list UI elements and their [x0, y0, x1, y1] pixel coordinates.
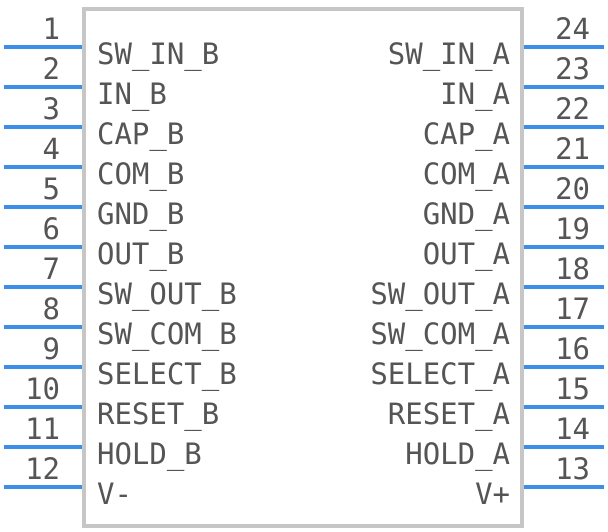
pin-number: 17	[555, 292, 590, 326]
pin-label: COM_A	[423, 157, 510, 192]
pin-number: 24	[555, 12, 590, 46]
pin-number: 21	[555, 132, 590, 166]
pin-number: 19	[555, 212, 590, 246]
pin-label: CAP_A	[423, 117, 510, 152]
pin-label: SW_IN_A	[388, 37, 510, 72]
pin-number: 16	[555, 332, 590, 366]
pin-number: 15	[555, 372, 590, 406]
pin-number: 7	[43, 252, 60, 286]
pin-number: 12	[25, 452, 60, 486]
pin-number: 23	[555, 52, 590, 86]
pin-label: SW_OUT_A	[370, 277, 510, 312]
pin-number: 10	[25, 372, 60, 406]
pin-label: SW_OUT_B	[97, 277, 237, 312]
pin-label: V-	[97, 477, 132, 511]
pin-number: 3	[43, 92, 60, 126]
pin-number: 13	[555, 452, 590, 486]
pin-label: SELECT_B	[97, 357, 237, 392]
pin-label: SW_IN_B	[97, 37, 219, 72]
pin-label: COM_B	[97, 157, 184, 192]
pin-number: 8	[43, 292, 60, 326]
pin-number: 22	[555, 92, 590, 126]
pin-label: HOLD_A	[405, 437, 510, 472]
pin-label: GND_A	[423, 197, 510, 232]
pin-label: SW_COM_B	[97, 317, 237, 352]
pin-label: V+	[475, 477, 510, 511]
pin-label: OUT_A	[423, 237, 510, 272]
pin-number: 2	[43, 52, 60, 86]
pin-label: IN_A	[440, 77, 510, 112]
component-body	[82, 7, 524, 528]
pin-number: 18	[555, 252, 590, 286]
pin-number: 14	[555, 412, 590, 446]
pin-label: IN_B	[97, 77, 167, 112]
pin-number: 11	[25, 412, 60, 446]
pin-label: RESET_A	[388, 397, 510, 432]
pin-label: SELECT_A	[370, 357, 510, 392]
pin-number: 9	[43, 332, 60, 366]
pin-number: 4	[43, 132, 60, 166]
pin-label: CAP_B	[97, 117, 184, 152]
pin-label: RESET_B	[97, 397, 219, 432]
pin-label: HOLD_B	[97, 437, 202, 472]
pin-number: 20	[555, 172, 590, 206]
pin-number: 1	[43, 12, 60, 46]
pin-label: GND_B	[97, 197, 184, 232]
pin-number: 6	[43, 212, 60, 246]
pin-label: OUT_B	[97, 237, 184, 272]
pin-label: SW_COM_A	[370, 317, 510, 352]
pin-number: 5	[43, 172, 60, 206]
